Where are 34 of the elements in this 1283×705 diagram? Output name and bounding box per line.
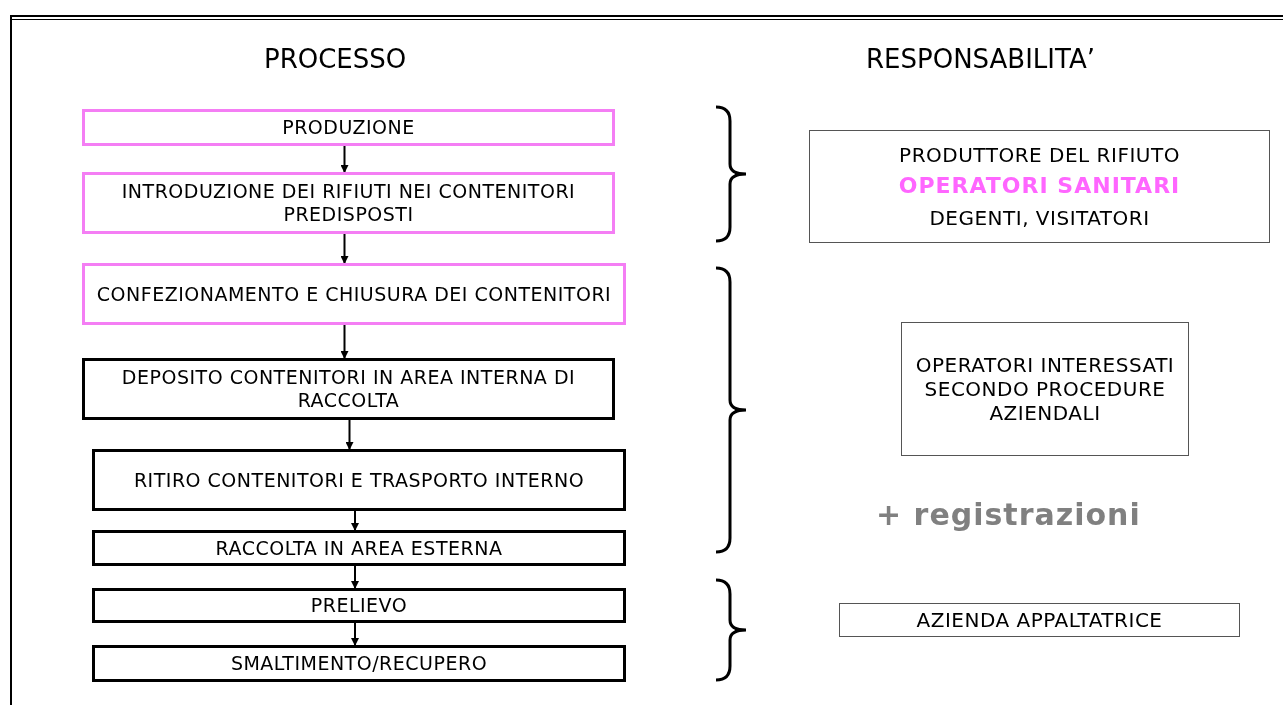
arrow (340, 324, 349, 359)
column-heading: RESPONSABILITA’ (866, 43, 1095, 76)
arrow (351, 565, 359, 589)
box-text: OPERATORI SANITARI (898, 173, 1181, 200)
box-text: CONFEZIONAMENTO E CHIUSURA DEI CONTENITORI (96, 282, 612, 306)
box-text: PRODUZIONE (282, 116, 415, 139)
process-box (82, 358, 615, 420)
process-box (92, 588, 626, 623)
arrow (340, 145, 349, 173)
process-box (92, 530, 626, 566)
process-box (901, 322, 1189, 456)
box-text: AZIENDA APPALTATRICE (916, 608, 1163, 632)
arrow (351, 510, 359, 531)
box-text: DEGENTI, VISITATORI (929, 205, 1150, 230)
process-box (809, 130, 1270, 243)
process-box (82, 263, 626, 325)
process-box (92, 449, 626, 511)
process-box (839, 603, 1240, 637)
column-heading: PROCESSO (264, 43, 407, 76)
process-box (82, 172, 615, 234)
arrow (340, 233, 349, 264)
arrow (351, 622, 359, 646)
arrow (345, 419, 354, 450)
box-text: RITIRO CONTENITORI E TRASPORTO INTERNO (133, 468, 585, 492)
box-text: OPERATORI INTERESSATI SECONDO PROCEDURE AZIENDALI (914, 353, 1176, 425)
box-text: PRODUTTORE DEL RIFIUTO (899, 143, 1180, 168)
process-box (82, 109, 615, 146)
box-text: PRELIEVO (310, 594, 408, 617)
note-text: + registrazioni (876, 496, 1141, 534)
process-box (92, 645, 626, 682)
box-text: DEPOSITO CONTENITORI IN AREA INTERNA DI RACCOLTA (120, 366, 577, 412)
box-text: INTRODUZIONE DEI RIFIUTI NEI CONTENITORI PREDISPOSTI (120, 180, 577, 226)
box-text: SMALTIMENTO/RECUPERO (230, 652, 488, 675)
box-text: RACCOLTA IN AREA ESTERNA (215, 536, 503, 560)
